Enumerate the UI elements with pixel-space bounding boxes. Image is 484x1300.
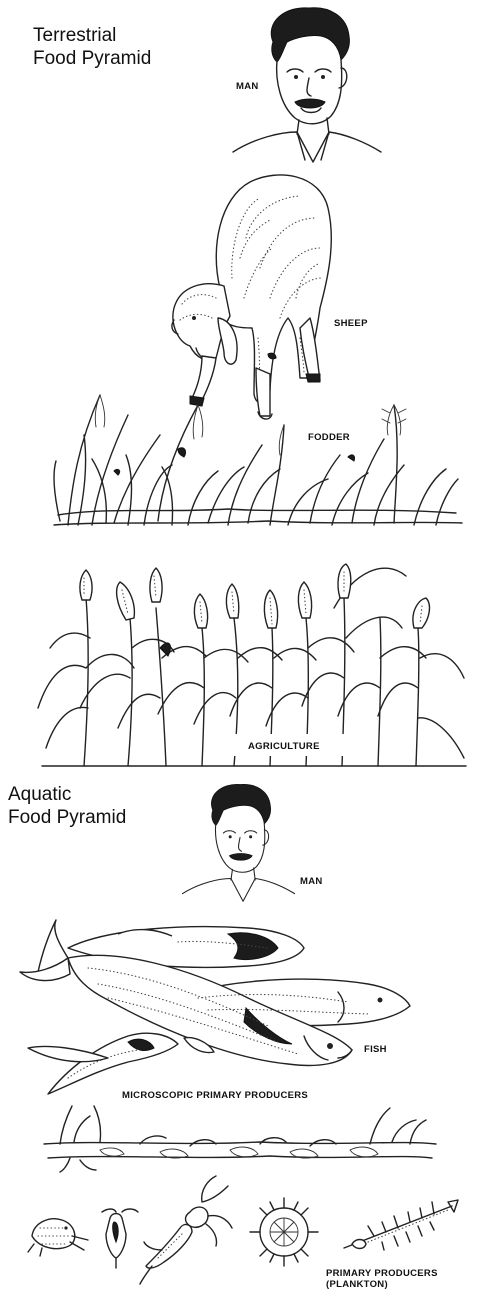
man-illustration-aquatic xyxy=(172,780,302,905)
plankton-label: PRIMARY PRODUCERS (PLANKTON) xyxy=(326,1268,438,1290)
fodder-label: FODDER xyxy=(308,432,350,443)
terrestrial-title-line2: Food Pyramid xyxy=(33,47,151,70)
agriculture-corn-illustration xyxy=(34,548,474,768)
plankton-label-line1: PRIMARY PRODUCERS xyxy=(326,1268,438,1279)
copepod-plankton-icon xyxy=(140,1176,232,1284)
fodder-grass-illustration xyxy=(48,375,468,535)
aquatic-title: Aquatic Food Pyramid xyxy=(8,783,126,829)
plankton-label-line2: (PLANKTON) xyxy=(326,1279,438,1290)
fish-label: FISH xyxy=(364,1044,387,1055)
terrestrial-title-line1: Terrestrial xyxy=(33,24,151,47)
terrestrial-man-label: MAN xyxy=(236,81,259,92)
agriculture-label: AGRICULTURE xyxy=(248,741,320,752)
radiolarian-plankton-icon xyxy=(250,1198,318,1266)
microscopic-producers-label: MICROSCOPIC PRIMARY PRODUCERS xyxy=(122,1090,308,1101)
aquatic-title-line2: Food Pyramid xyxy=(8,806,126,829)
aquatic-title-line1: Aquatic xyxy=(8,783,126,806)
aquatic-man-label: MAN xyxy=(300,876,323,887)
chain-algae-plankton-icon xyxy=(344,1200,458,1250)
sheep-label: SHEEP xyxy=(334,318,368,329)
fish-illustration xyxy=(8,918,428,1098)
terrestrial-title: Terrestrial Food Pyramid xyxy=(33,24,151,70)
mite-plankton-icon xyxy=(28,1219,88,1256)
diatom-plankton-icon xyxy=(102,1209,138,1268)
